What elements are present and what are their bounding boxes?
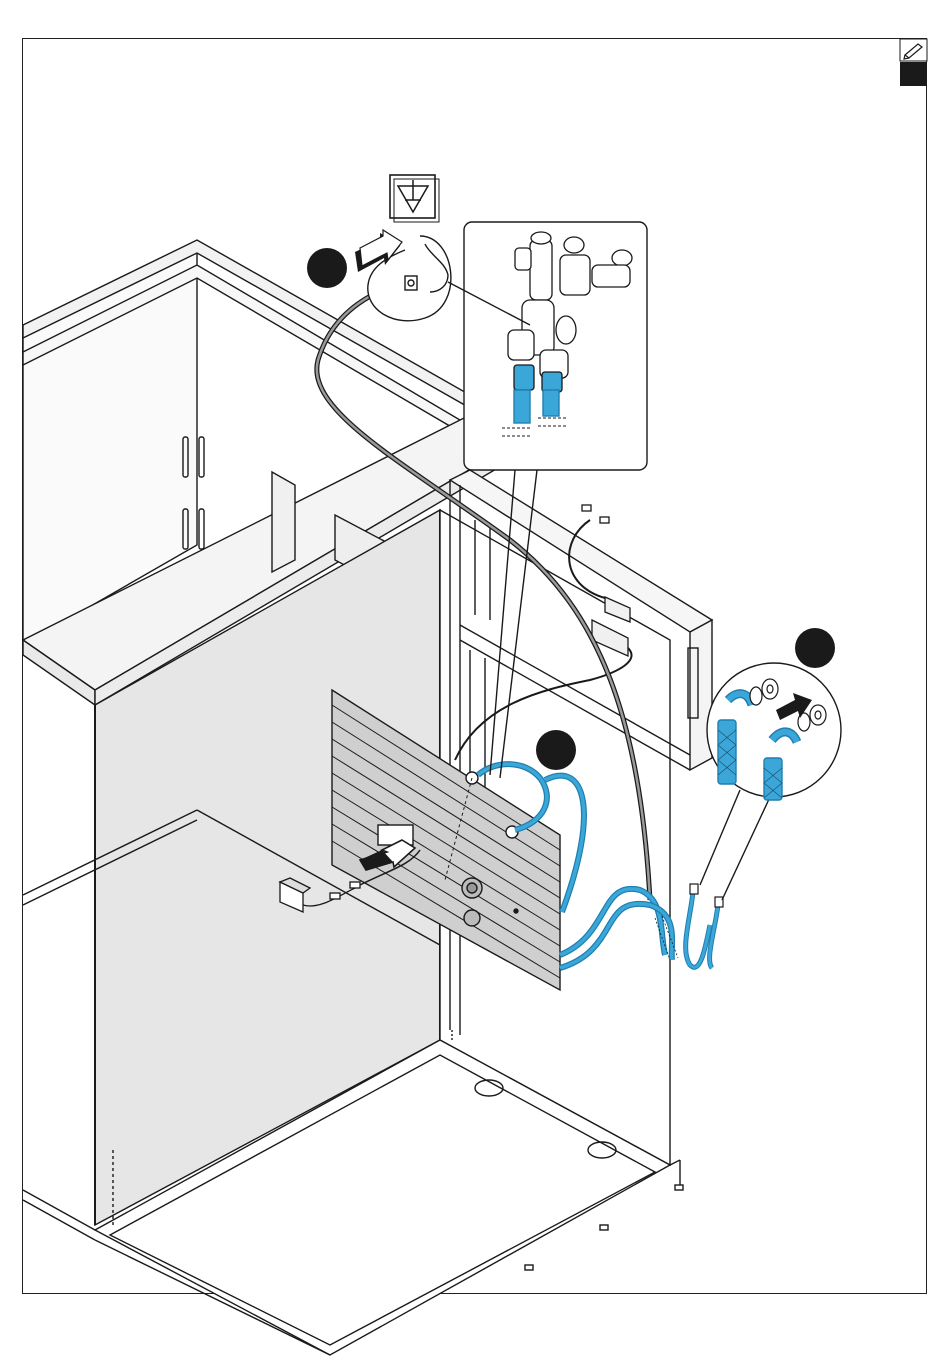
equipotential-bonding-icon <box>390 175 439 222</box>
hose-fitting-callout <box>700 663 841 900</box>
step-marker-3 <box>536 730 576 770</box>
step-marker-2 <box>795 628 835 668</box>
corner-block <box>900 62 927 86</box>
step-marker-1 <box>307 248 347 288</box>
corner-header <box>900 39 927 86</box>
